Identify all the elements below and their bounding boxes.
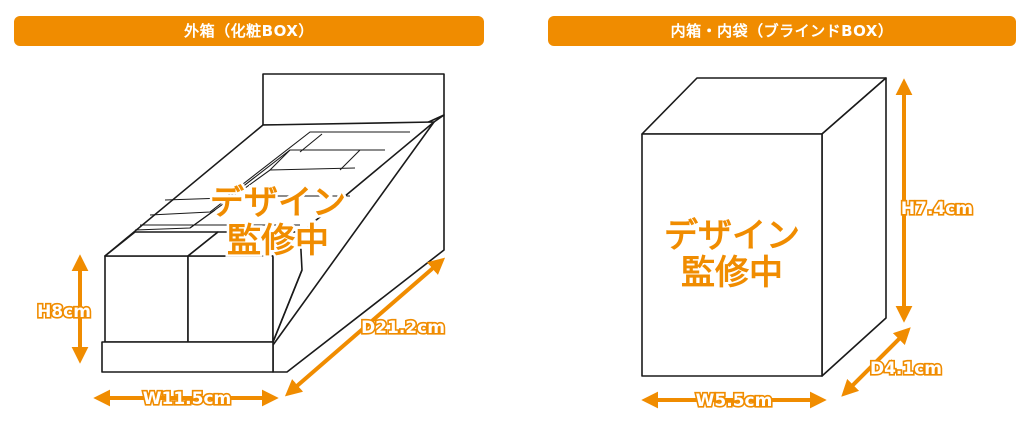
depth-label: D21.2cm (361, 318, 445, 338)
inner-box-title: 内箱・内袋（ブラインドBOX） (548, 16, 1016, 46)
inner-height-label: H7.4cm (901, 199, 973, 219)
height-label: H8cm (37, 302, 91, 322)
inner-depth-arrow (841, 327, 911, 397)
blind-box-drawing (641, 77, 887, 377)
outer-box-title: 外箱（化粧BOX） (14, 16, 484, 46)
depth-arrow (284, 257, 446, 397)
inner-depth-label: D4.1cm (870, 359, 942, 379)
width-label: W11.5cm (143, 389, 232, 409)
inner-width-label: W5.5cm (696, 391, 773, 411)
design-stamp-line1: デザイン (210, 183, 346, 223)
design-stamp-line1-inner: デザイン (664, 216, 800, 256)
design-stamp-line2-inner: 監修中 (681, 253, 783, 293)
design-stamp-line2: 監修中 (227, 221, 329, 261)
